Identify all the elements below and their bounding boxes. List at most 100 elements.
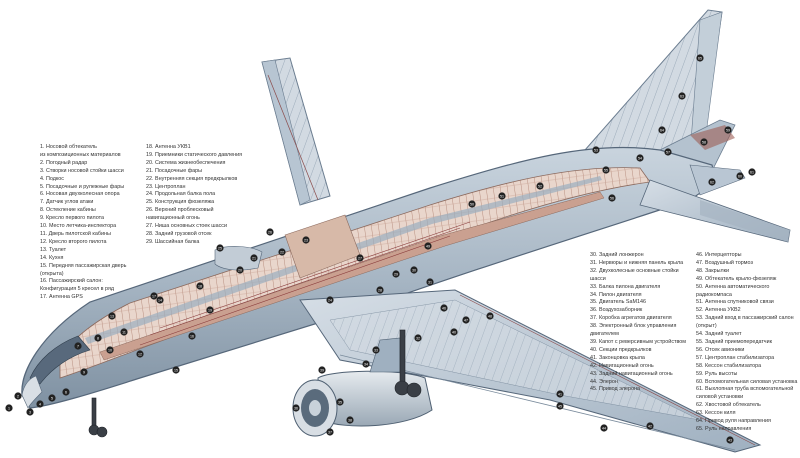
legend-item: 41. Законцовка крыла	[590, 354, 645, 361]
callout-number: 24	[328, 299, 332, 303]
legend-item: 18. Антенна УКВ1	[146, 144, 191, 150]
callout-marker	[318, 366, 326, 374]
legend-item: 50. Антенна автоматического радиокомпаса	[696, 283, 770, 298]
far-engine	[214, 246, 263, 271]
legend-item: 31. Нервюры и нижняя панель крыла	[590, 259, 684, 266]
legend-item: 32. Двухколесные основные стойки шасси	[590, 267, 679, 282]
callout-marker	[462, 316, 470, 324]
callout-number: 10	[108, 349, 112, 353]
legend-item: 34. Пилон двигателя	[590, 291, 642, 298]
callout-number: 38	[348, 419, 352, 423]
callout-marker	[414, 334, 422, 342]
callout-marker	[608, 194, 616, 202]
callout-marker	[196, 282, 204, 290]
callout-number: 14	[158, 299, 162, 303]
legend-item: 33. Балка пилона двигателя	[590, 283, 661, 290]
callout-marker	[392, 270, 400, 278]
callout-marker	[700, 138, 708, 146]
legend-item: 12. Кресло второго пилота	[40, 238, 107, 245]
legend-item: 4. Подкос	[40, 175, 65, 182]
callout-marker	[326, 296, 334, 304]
legend-item: 23. Центроплан	[146, 183, 186, 190]
callout-number: 25	[218, 247, 222, 251]
callout-marker	[424, 242, 432, 250]
callout-number: 29	[394, 273, 398, 277]
callout-marker	[486, 312, 494, 320]
callout-marker	[498, 192, 506, 200]
legend-item: 57. Центроплан стабилизатора	[696, 354, 775, 361]
legend-item: 16. Пассажирский салон:	[40, 278, 103, 285]
callout-number: 37	[328, 431, 332, 435]
callout-number: 58	[702, 141, 706, 145]
callout-marker	[602, 166, 610, 174]
legend-item: 51. Антенна спутниковой связи	[696, 299, 774, 306]
callout-number: 56	[610, 197, 614, 201]
callout-marker	[724, 126, 732, 134]
callout-number: 42	[648, 425, 652, 429]
callout-number: 6	[65, 391, 67, 395]
legend-item: 39. Капот с реверсивным устройством	[590, 338, 686, 345]
callout-marker	[136, 350, 144, 358]
callout-marker	[726, 436, 734, 444]
legend-item: 37. Коробка агрегатов двигателя	[590, 315, 672, 322]
callout-marker	[80, 368, 88, 376]
legend-item: 47. Воздушный тормоз	[696, 259, 753, 266]
legend-item: 10. Место летчика-инспектора	[40, 223, 117, 230]
callout-number: 34	[364, 363, 368, 367]
callout-marker	[236, 266, 244, 274]
callout-marker	[736, 172, 744, 180]
callout-number: 13	[110, 315, 114, 319]
callout-number: 8	[97, 337, 99, 341]
callout-marker	[600, 424, 608, 432]
callout-number: 2	[17, 395, 19, 399]
callout-number: 28	[378, 289, 382, 293]
callout-marker	[536, 182, 544, 190]
callout-number: 64	[660, 129, 664, 133]
callout-marker	[26, 408, 34, 416]
legend-item: 22. Внутренняя секция предкрылков	[146, 175, 238, 182]
callout-number: 57	[666, 151, 670, 155]
callout-marker	[120, 328, 128, 336]
callout-number: 60	[738, 175, 742, 179]
callout-marker	[664, 148, 672, 156]
callout-number: 52	[538, 185, 542, 189]
callout-marker	[346, 416, 354, 424]
callout-marker	[94, 334, 102, 342]
callout-marker	[206, 306, 214, 314]
legend-item: 52. Антенна УКВ2	[696, 307, 741, 314]
callout-marker	[362, 360, 370, 368]
callout-number: 40	[452, 331, 456, 335]
legend-item: 65. Руль направления	[696, 425, 752, 432]
legend-item: 1. Носовой обтекатель	[40, 144, 97, 150]
callout-number: 54	[638, 157, 642, 161]
legend-item: 28. Задний грузовой отсек	[146, 230, 212, 237]
callout-marker	[376, 286, 384, 294]
callout-marker	[278, 248, 286, 256]
legend-item: 15. Передняя пассажирская дверь	[40, 262, 127, 269]
lower-wing	[299, 289, 762, 453]
legend-item: (открыта)	[40, 270, 64, 277]
callout-number: 53	[594, 149, 598, 153]
callout-marker	[150, 292, 158, 300]
legend-item: 56. Отсек авионики	[696, 346, 745, 353]
callout-number: 1	[8, 407, 10, 411]
legend-item: 44. Элерон	[590, 378, 618, 385]
callout-number: 12	[138, 353, 142, 357]
callout-number: 19	[208, 309, 212, 313]
legend-item: из композиционных материалов	[40, 151, 121, 158]
callout-marker	[172, 366, 180, 374]
callout-marker	[326, 428, 334, 436]
legend-item: 53. Задний вход в пассажирский салон (от…	[696, 315, 794, 330]
legend-item: 20. Система жизнеобеспечения	[146, 159, 226, 166]
legend-item: 26. Верхний проблесковый	[146, 207, 214, 214]
callout-marker	[302, 236, 310, 244]
callout-marker	[108, 312, 116, 320]
callout-number: 47	[464, 319, 468, 323]
callout-marker	[678, 92, 686, 100]
callout-marker	[372, 346, 380, 354]
callout-number: 20	[238, 269, 242, 273]
lower-stabilizer	[639, 179, 791, 243]
